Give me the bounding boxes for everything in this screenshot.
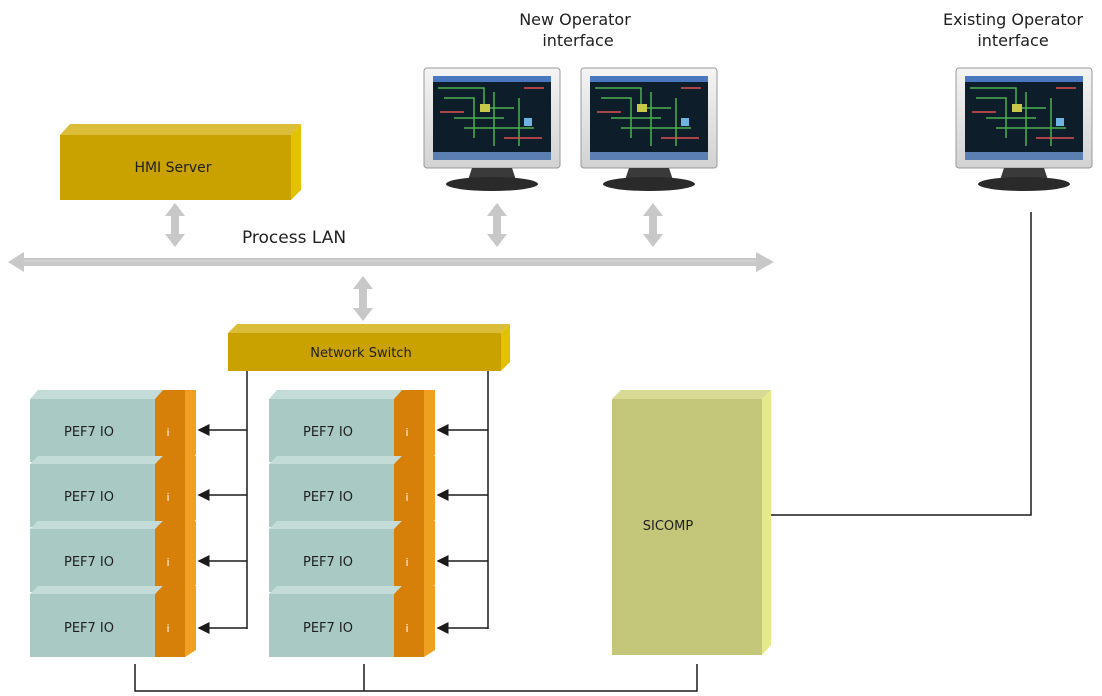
hmi-server-block: HMI Server — [60, 124, 301, 200]
existing-operator-subtitle: interface — [977, 31, 1048, 50]
network-switch-label: Network Switch — [310, 346, 411, 361]
switch-to-io-lines — [197, 371, 489, 634]
io-port-label: i — [405, 622, 408, 635]
io-label: PEF7 IO — [64, 425, 114, 440]
process-lan-bus — [8, 252, 774, 272]
io-label: PEF7 IO — [303, 621, 353, 636]
new-operator-monitor-1 — [423, 67, 561, 191]
switch-lan-arrow — [353, 276, 373, 321]
io-port-label: i — [405, 491, 408, 504]
io-module: PEF7 IO i — [30, 456, 196, 527]
hmi-lan-arrow — [165, 203, 185, 247]
io-stack-right: PEF7 IO i PEF7 IO i PEF7 IO i PEF7 IO i — [269, 390, 435, 657]
new-operator-monitor-2 — [580, 67, 718, 191]
sicomp-label: SICOMP — [643, 519, 694, 534]
io-label: PEF7 IO — [64, 490, 114, 505]
hmi-server-label: HMI Server — [134, 160, 211, 176]
network-switch-block: Network Switch — [228, 324, 510, 371]
io-label: PEF7 IO — [64, 555, 114, 570]
io-port-label: i — [166, 491, 169, 504]
io-module: PEF7 IO i — [30, 521, 196, 592]
process-lan-label: Process LAN — [242, 228, 346, 248]
existing-operator-monitor — [955, 67, 1093, 191]
new-operator-subtitle: interface — [542, 31, 613, 50]
io-label: PEF7 IO — [303, 490, 353, 505]
io-label: PEF7 IO — [303, 425, 353, 440]
io-module: PEF7 IO i — [30, 390, 196, 462]
io-module: PEF7 IO i — [269, 456, 435, 527]
io-module: PEF7 IO i — [269, 586, 435, 657]
io-label: PEF7 IO — [64, 621, 114, 636]
io-port-label: i — [166, 622, 169, 635]
io-stack-left: PEF7 IO i PEF7 IO i PEF7 IO i PEF7 — [30, 390, 196, 657]
io-port-label: i — [166, 426, 169, 439]
io-port-label: i — [405, 556, 408, 569]
io-module: PEF7 IO i — [269, 521, 435, 592]
io-module: PEF7 IO i — [269, 390, 435, 462]
new-operator-title: New Operator — [519, 10, 631, 29]
io-port-label: i — [166, 556, 169, 569]
bottom-bus — [134, 664, 698, 692]
monitor2-lan-arrow — [643, 203, 663, 247]
lan-connection-arrows — [165, 203, 663, 321]
sicomp-block: SICOMP — [612, 390, 771, 655]
io-port-label: i — [405, 426, 408, 439]
existing-operator-sicomp-link — [771, 212, 1032, 516]
existing-operator-title: Existing Operator — [943, 10, 1084, 29]
io-module: PEF7 IO i — [30, 586, 196, 657]
monitor1-lan-arrow — [487, 203, 507, 247]
io-label: PEF7 IO — [303, 555, 353, 570]
